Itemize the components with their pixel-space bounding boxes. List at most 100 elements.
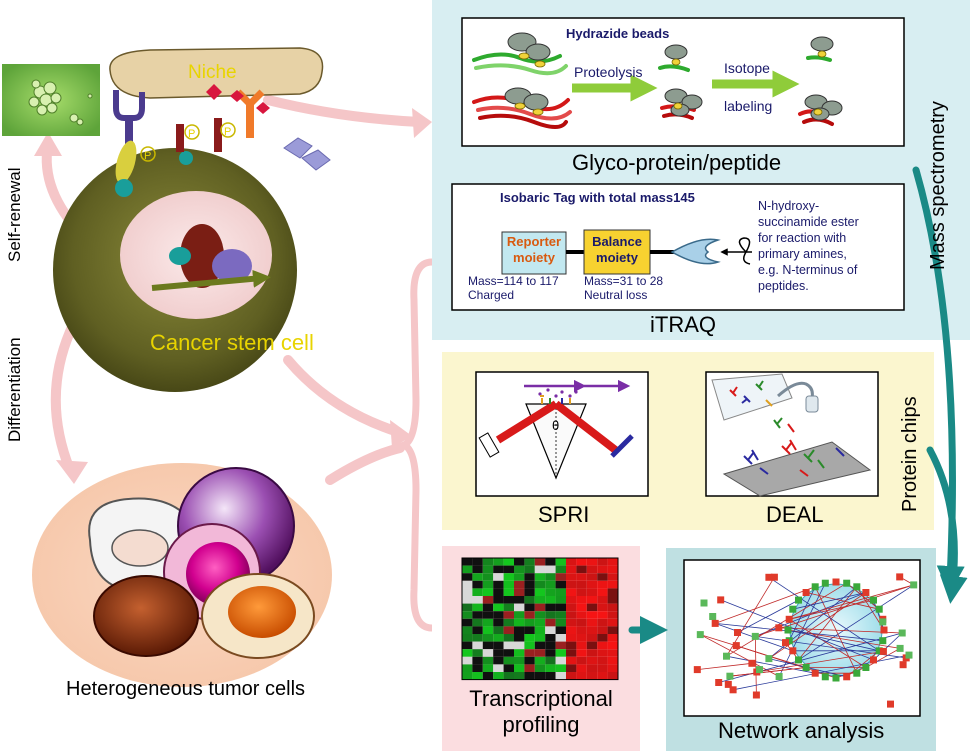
- heatmap-cell: [566, 634, 577, 642]
- heatmap-cell: [566, 565, 577, 574]
- heatmap-cell: [462, 649, 473, 657]
- heatmap-cell: [545, 580, 556, 589]
- heatmap-cell: [566, 573, 577, 581]
- heatmap-cell: [524, 603, 535, 612]
- heatmap-cell: [576, 558, 587, 566]
- network-edge: [729, 667, 807, 677]
- heatmap-cell: [472, 664, 483, 672]
- network-edge: [768, 586, 858, 659]
- heatmap-cell: [576, 649, 587, 657]
- network-node: [724, 680, 732, 688]
- network-node: [811, 583, 819, 591]
- heatmap-cell: [545, 664, 556, 672]
- heatmap-cell: [534, 603, 546, 612]
- heatmap-cell: [576, 603, 587, 612]
- heatmap-cell: [524, 618, 535, 627]
- heatmap-cell: [503, 618, 514, 627]
- reporter-mass-2: Charged: [468, 288, 515, 302]
- heatmap-cell: [576, 565, 587, 574]
- heatmap-cell: [514, 656, 525, 665]
- heatmap-cell: [566, 626, 577, 634]
- transcriptional-line-1: Transcriptional: [469, 686, 613, 711]
- network-node: [898, 629, 906, 637]
- dna-arrow: [151, 269, 271, 291]
- heatmap-cell: [503, 634, 514, 642]
- heatmap-cell: [576, 618, 587, 627]
- heatmap-cell: [472, 634, 483, 642]
- curly-brace: [394, 258, 433, 632]
- heatmap-cell: [503, 573, 514, 581]
- network-node: [717, 596, 725, 604]
- isotope-label: Isotope: [724, 60, 770, 76]
- deal-illustration: [711, 373, 872, 497]
- heatmap-cell: [524, 573, 535, 581]
- heatmap-cell: [482, 634, 494, 642]
- network-edge: [835, 667, 867, 679]
- heatmap-cell: [524, 634, 535, 642]
- heatmap-cell: [597, 618, 608, 627]
- heatmap-cell: [493, 664, 504, 672]
- heatmap-cell: [514, 649, 525, 657]
- heatmap-cell: [493, 611, 504, 619]
- heatmap-cell: [607, 573, 618, 581]
- network-node: [700, 599, 708, 607]
- network-edge: [865, 648, 901, 668]
- heatmap-cell: [534, 656, 546, 665]
- network-node: [756, 666, 763, 674]
- protein-chips-label: Protein chips: [899, 396, 921, 512]
- network-node: [795, 656, 802, 664]
- heatmap-cell: [566, 649, 577, 657]
- yellow-glycans: [514, 50, 827, 116]
- heatmap-cell: [514, 580, 525, 589]
- heatmap-cell: [503, 603, 514, 612]
- network-node: [843, 673, 851, 681]
- heatmap-cell: [555, 596, 566, 604]
- phospho-label-3: P: [224, 126, 231, 138]
- mass-spectrometry-label: Mass spectrometry: [927, 101, 949, 270]
- network-edge: [715, 623, 883, 642]
- network-edge: [733, 654, 910, 691]
- heatmap-cell: [607, 611, 618, 619]
- heatmap-cell: [555, 649, 566, 657]
- heatmap-cell: [586, 603, 598, 612]
- heatmap-cell: [524, 664, 535, 672]
- nhs-line-4: primary amines,: [758, 247, 847, 261]
- heatmap-cell: [545, 626, 556, 634]
- network-node: [899, 661, 907, 669]
- hydrazide-beads-label: Hydrazide beads: [566, 26, 670, 41]
- teal-arrows: [628, 166, 968, 644]
- heatmap-cell: [586, 664, 598, 672]
- heatmap-cell: [607, 649, 618, 657]
- heatmap-cell: [482, 641, 494, 650]
- balance-line-2: moiety: [596, 250, 638, 265]
- heatmap-cell: [607, 626, 618, 634]
- heatmap-cell: [597, 672, 608, 680]
- heatmap-cell: [566, 558, 577, 566]
- heatmap-cell: [503, 588, 514, 596]
- balance-mass-2: Neutral loss: [584, 288, 648, 302]
- heatmap-cell: [472, 649, 483, 657]
- heatmap-cell: [545, 565, 556, 574]
- niche-label: Niche: [188, 62, 237, 83]
- heatmap-cell: [493, 626, 504, 634]
- heatmap-cell: [503, 672, 514, 680]
- balance-line-1: Balance: [592, 234, 642, 249]
- heatmap-cell: [524, 580, 535, 589]
- heatmap-cell: [462, 558, 473, 566]
- network-edge: [806, 592, 880, 610]
- heatmap-cell: [482, 603, 494, 612]
- heatmap-cell: [524, 641, 535, 650]
- heatmap-cell: [545, 611, 556, 619]
- network-edge: [768, 592, 867, 659]
- niche-shape: [109, 47, 324, 99]
- reporter-line-2: moiety: [513, 250, 555, 265]
- heatmap-cell: [597, 649, 608, 657]
- heatmap-cell: [524, 596, 535, 604]
- heatmap-cell: [576, 573, 587, 581]
- heatmap-cell: [597, 634, 608, 642]
- heatmap-cell: [482, 565, 494, 574]
- heatmap-cell: [524, 565, 535, 574]
- heatmap-cell: [607, 618, 618, 627]
- heatmap-cell: [472, 558, 483, 566]
- network-edge: [798, 586, 858, 661]
